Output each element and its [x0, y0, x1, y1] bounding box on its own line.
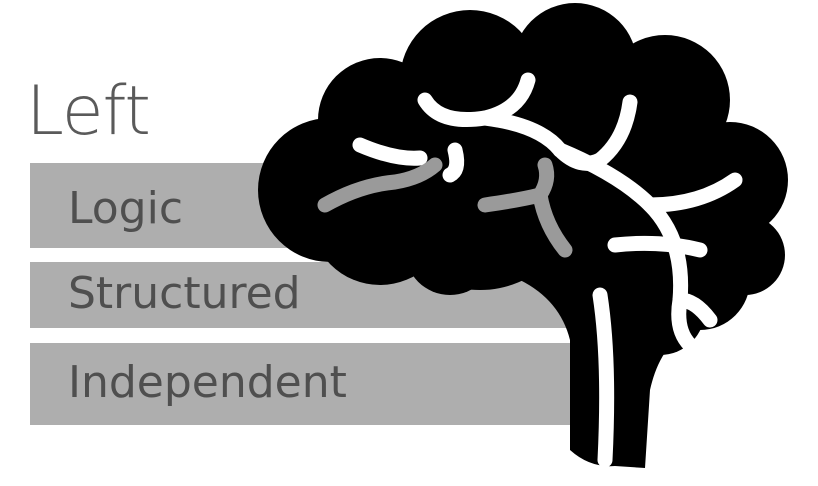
- trait-band-independent: Independent: [30, 343, 570, 425]
- trait-label: Structured: [68, 268, 301, 319]
- diagram-title: Left: [26, 72, 151, 151]
- trait-label: Logic: [68, 183, 184, 234]
- brain-shape: [258, 3, 788, 468]
- trait-label: Independent: [68, 357, 347, 408]
- brain-sulci-shaded: [317, 157, 573, 258]
- brain-sulci: [352, 72, 743, 468]
